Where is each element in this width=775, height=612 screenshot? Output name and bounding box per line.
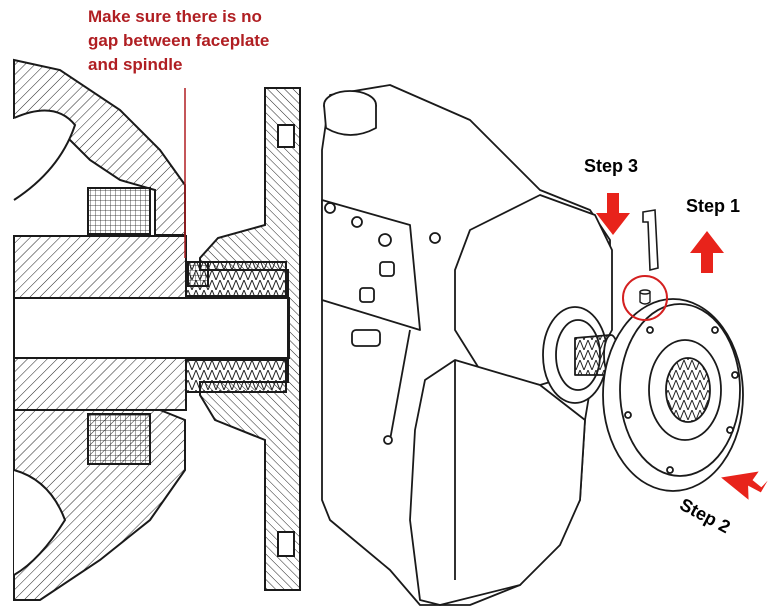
faceplate-hole-6: [624, 411, 632, 419]
faceplate-hole-4: [726, 426, 734, 434]
faceplate-hole-1: [646, 326, 654, 334]
control-knob-3: [378, 233, 392, 247]
faceplate-hole-3: [731, 371, 739, 379]
bearing-upper: [87, 187, 151, 235]
top-cap-side: [323, 104, 377, 136]
housing-lower: [13, 409, 186, 601]
spindle-bore: [13, 297, 290, 359]
set-screw-icon: [639, 289, 651, 305]
faceplate: [602, 298, 744, 492]
down-arrow-icon: [596, 193, 630, 235]
step-3-label: Step 3: [584, 156, 639, 176]
control-knob-2: [351, 216, 363, 228]
allen-key-icon: [642, 209, 659, 272]
housing-lower-lip: [13, 469, 67, 576]
spindle-lower: [13, 357, 187, 411]
machine-view: [321, 84, 619, 606]
faceplate-hole-2: [711, 326, 719, 334]
control-knob-4: [429, 232, 441, 244]
control-knob-1: [324, 202, 336, 214]
cross-section-view: [13, 58, 301, 601]
callout-line-3: and spindle: [88, 55, 183, 74]
lower-body: [409, 359, 586, 606]
faceplate-slot-bottom: [277, 531, 295, 557]
callout-line-2: gap between faceplate: [88, 31, 270, 50]
control-switch: [351, 329, 381, 347]
step-1-label: Step 1: [686, 196, 741, 216]
faceplate-section: [199, 87, 301, 591]
callout-note: Make sure there is no gap between facepl…: [88, 5, 318, 77]
arrows: [596, 193, 768, 500]
control-panel: [321, 199, 421, 331]
panel-screw: [383, 435, 393, 445]
control-button-1: [379, 261, 395, 277]
panel-edge: [389, 329, 411, 441]
view-divider: [306, 0, 320, 612]
diagonal-arrow-icon: [721, 471, 768, 500]
control-button-2: [359, 287, 375, 303]
callout-line-1: Make sure there is no: [88, 7, 262, 26]
faceplate-hole-5: [666, 466, 674, 474]
up-arrow-icon: [690, 231, 724, 273]
housing-lip: [13, 109, 77, 201]
spindle-upper: [13, 235, 187, 299]
highlight-circle: [622, 275, 668, 321]
faceplate-bore: [665, 357, 711, 423]
faceplate-slot-top: [277, 124, 295, 148]
